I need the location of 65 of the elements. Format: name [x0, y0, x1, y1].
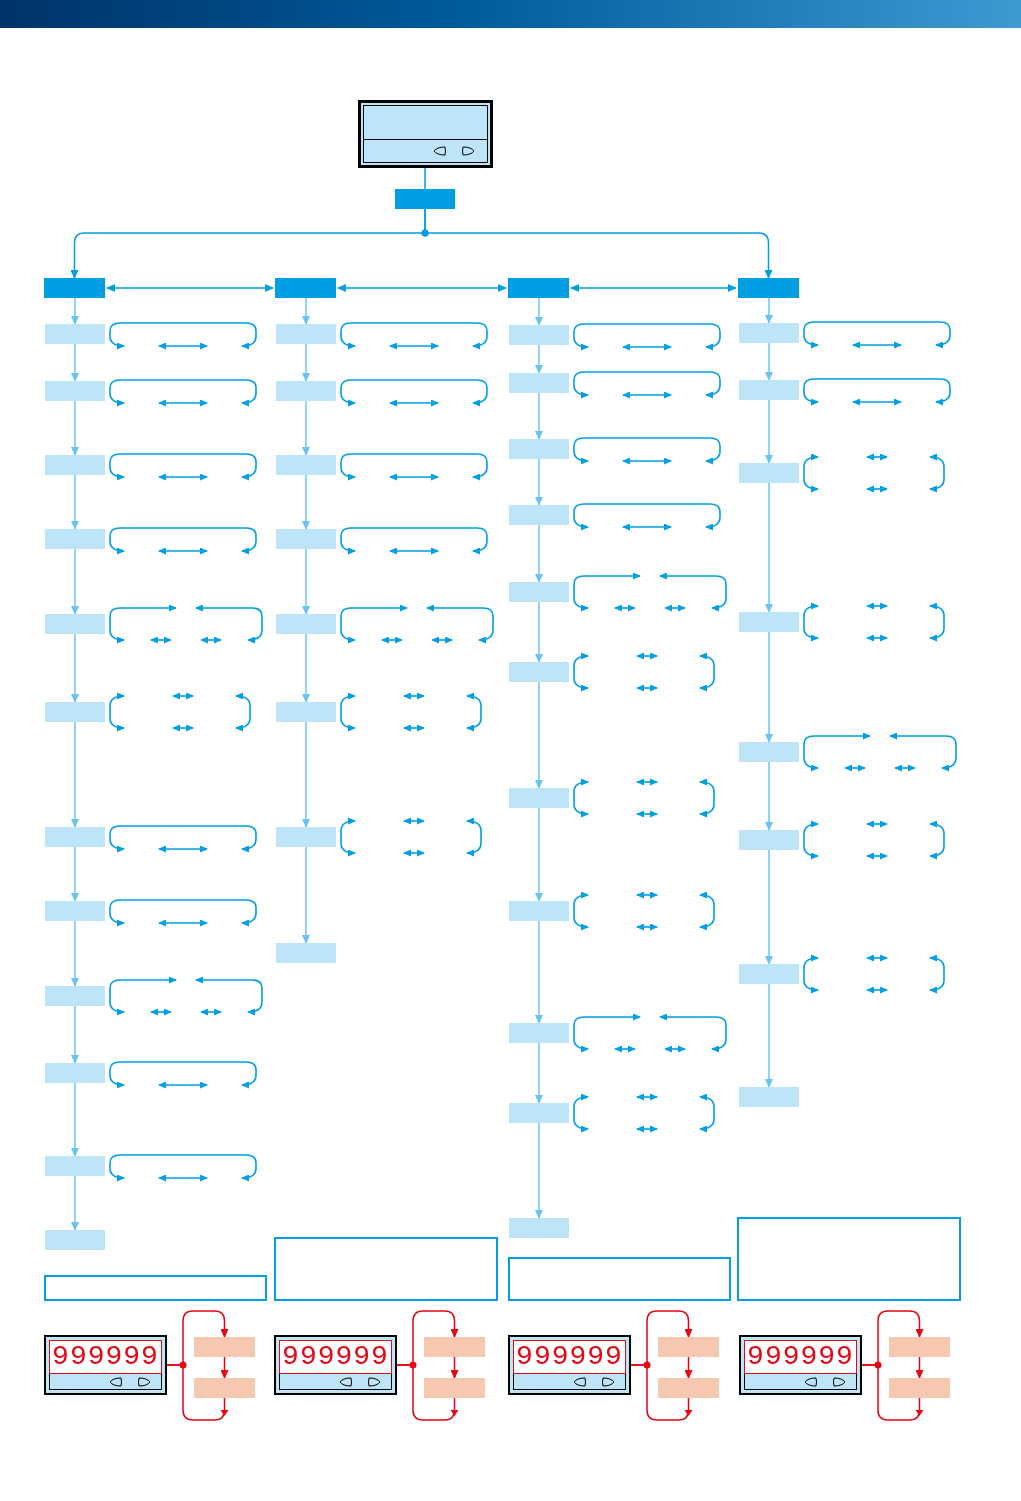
display-unit [274, 1335, 397, 1395]
step-box [509, 439, 569, 459]
step-box [739, 1087, 799, 1107]
note-box [44, 1275, 267, 1301]
option-box [424, 1337, 485, 1357]
step-box [45, 324, 105, 344]
option-box [194, 1378, 255, 1398]
step-box [45, 455, 105, 475]
step-box [45, 1063, 105, 1083]
step-box [45, 827, 105, 847]
display-unit [739, 1335, 862, 1395]
display-unit [44, 1335, 167, 1395]
step-box [509, 325, 569, 345]
header-box [44, 278, 105, 298]
step-box [45, 702, 105, 722]
step-box [509, 1218, 569, 1238]
step-box [739, 380, 799, 400]
step-box [509, 505, 569, 525]
note-box [737, 1217, 961, 1301]
step-box [509, 1023, 569, 1043]
option-box [658, 1378, 719, 1398]
step-box [509, 373, 569, 393]
step-box [276, 455, 336, 475]
step-box [509, 901, 569, 921]
step-box [45, 1156, 105, 1176]
option-box [658, 1337, 719, 1357]
step-box [509, 788, 569, 808]
display-digits: 999999 [282, 1343, 389, 1371]
option-box [889, 1337, 950, 1357]
step-box [276, 529, 336, 549]
display-digits: 999999 [747, 1343, 854, 1371]
display-digits: 999999 [516, 1343, 623, 1371]
display-unit [508, 1335, 631, 1395]
step-box [739, 323, 799, 343]
note-box [274, 1237, 498, 1301]
step-box [739, 463, 799, 483]
step-box [45, 381, 105, 401]
step-box [276, 702, 336, 722]
option-box [194, 1337, 255, 1357]
step-box [45, 1230, 105, 1250]
header-box [508, 278, 569, 298]
step-box [509, 1103, 569, 1123]
note-box [508, 1257, 731, 1301]
header-box [738, 278, 799, 298]
display-unit-drawing [358, 100, 493, 168]
step-box [276, 827, 336, 847]
step-box [276, 614, 336, 634]
step-box [45, 986, 105, 1006]
step-box [45, 901, 105, 921]
option-box [889, 1378, 950, 1398]
step-box [276, 943, 336, 963]
option-box [424, 1378, 485, 1398]
step-box [739, 830, 799, 850]
header-box [395, 189, 455, 209]
step-box [739, 742, 799, 762]
step-box [276, 324, 336, 344]
header-box [275, 278, 336, 298]
step-box [45, 529, 105, 549]
step-box [739, 964, 799, 984]
display-digits: 999999 [52, 1343, 159, 1371]
step-box [739, 612, 799, 632]
step-box [45, 614, 105, 634]
step-box [509, 662, 569, 682]
step-box [276, 381, 336, 401]
step-box [509, 582, 569, 602]
